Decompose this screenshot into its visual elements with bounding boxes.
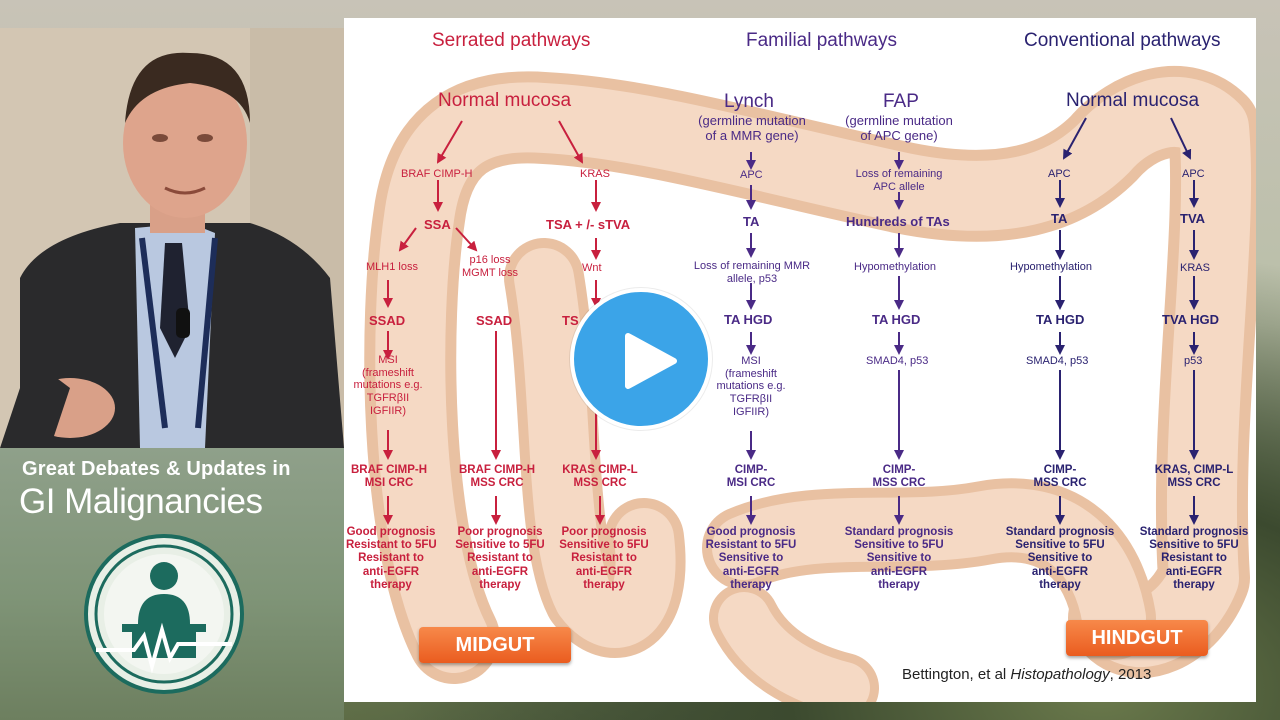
header-conventional: Conventional pathways [1024, 30, 1221, 51]
speaker-video [0, 28, 344, 448]
lynch-title: Lynch [724, 91, 774, 112]
fap-lesion-tas: Hundreds of TAs [846, 214, 950, 229]
brand-title-line2: GI Malignancies [19, 482, 263, 521]
fap-title: FAP [883, 91, 919, 112]
citation-journal: Histopathology [1010, 666, 1110, 683]
fap-crc: CIMP-MSS CRC [872, 464, 926, 490]
conventional-left-crc: CIMP-MSS CRC [1033, 464, 1087, 490]
serrated-origin: Normal mucosa [438, 90, 572, 111]
header-serrated: Serrated pathways [432, 30, 591, 51]
hindgut-label: HINDGUT [1066, 620, 1208, 656]
presentation-slide: Serrated pathways Familial pathways Conv… [344, 18, 1256, 702]
serrated-step-braf: BRAF CIMP-H [401, 168, 473, 180]
conventional-left-step-smad4: SMAD4, p53 [1026, 355, 1089, 367]
lynch-lesion-tahgd: TA HGD [724, 312, 773, 327]
fap-step-hypomethylation: Hypomethylation [854, 261, 936, 273]
conventional-left-lesion-ta: TA [1051, 211, 1068, 226]
fap-lesion-tahgd: TA HGD [872, 312, 921, 327]
citation-author: Bettington, et al [902, 666, 1011, 683]
midgut-label: MIDGUT [419, 627, 571, 663]
play-icon [625, 333, 677, 389]
fap-step-smad4: SMAD4, p53 [866, 355, 929, 367]
conventional-left-lesion-tahgd: TA HGD [1036, 312, 1085, 327]
colon-illustration-icon [364, 66, 1256, 702]
conventional-origin: Normal mucosa [1066, 90, 1200, 111]
citation: Bettington, et al Histopathology, 2013 [902, 666, 1151, 683]
serrated-step-mlh1: MLH1 loss [366, 261, 418, 273]
conventional-right-lesion-tva: TVA [1180, 211, 1206, 226]
branding-panel: Great Debates & Updates in GI Malignanci… [0, 448, 344, 720]
serrated-step-kras: KRAS [580, 168, 610, 180]
serrated-lesion-ssad-b: SSAD [476, 313, 513, 328]
serrated-lesion-ssa: SSA [424, 217, 451, 232]
conventional-right-step-kras: KRAS [1180, 262, 1210, 274]
conventional-right-step-apc: APC [1182, 168, 1205, 180]
speaker-podium-logo-icon [82, 532, 246, 701]
header-familial: Familial pathways [746, 30, 897, 51]
conventional-right-lesion-tvahgd: TVA HGD [1162, 312, 1220, 327]
play-button[interactable] [570, 288, 712, 430]
conventional-left-step-hypomethylation: Hypomethylation [1010, 261, 1092, 273]
lynch-lesion-ta: TA [743, 214, 760, 229]
serrated-lesion-tsa: TSA + /- sTVA [546, 217, 631, 232]
serrated-lesion-ssad-a: SSAD [369, 313, 406, 328]
serrated-step-wnt: Wnt [582, 262, 602, 274]
conventional-left-step-apc: APC [1048, 168, 1071, 180]
conventional-right-step-p53: p53 [1184, 355, 1203, 367]
citation-year: , 2013 [1109, 666, 1152, 683]
lynch-step-apc: APC [740, 169, 763, 181]
serrated-lesion-ts: TS [562, 313, 579, 328]
speaker-figure-icon [0, 28, 344, 448]
brand-title-line1: Great Debates & Updates in [22, 458, 291, 480]
lynch-crc: CIMP-MSI CRC [726, 464, 776, 490]
